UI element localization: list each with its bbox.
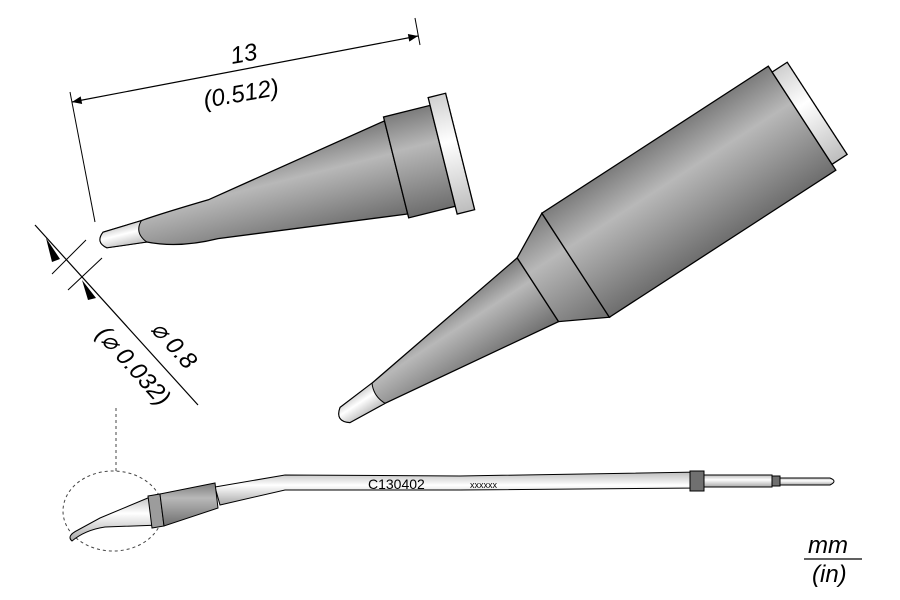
- tip-detail-large: [338, 61, 849, 424]
- units-legend: mm (in): [804, 532, 862, 588]
- full-tool-view: C130402 xxxxxx: [62, 408, 835, 552]
- part-code: C130402: [368, 476, 425, 492]
- diameter-mm-label: ⌀ 0.8: [146, 316, 203, 375]
- band-ring-2: [771, 475, 781, 487]
- diameter-dimension: ⌀ 0.8 (⌀ 0.032): [34, 224, 203, 411]
- length-mm-label: 13: [228, 39, 260, 70]
- units-in: (in): [812, 561, 847, 588]
- diameter-leader-line: [34, 224, 199, 406]
- extension-line-right: [414, 17, 421, 46]
- units-mm: mm: [808, 532, 848, 559]
- tip-detail-small: [99, 92, 476, 249]
- length-in-label: (0.512): [201, 74, 281, 114]
- band-ring-1: [689, 470, 705, 492]
- extension-line-left: [69, 91, 96, 223]
- length-dimension-line: [71, 34, 419, 104]
- serial-placeholder: xxxxxx: [470, 480, 498, 490]
